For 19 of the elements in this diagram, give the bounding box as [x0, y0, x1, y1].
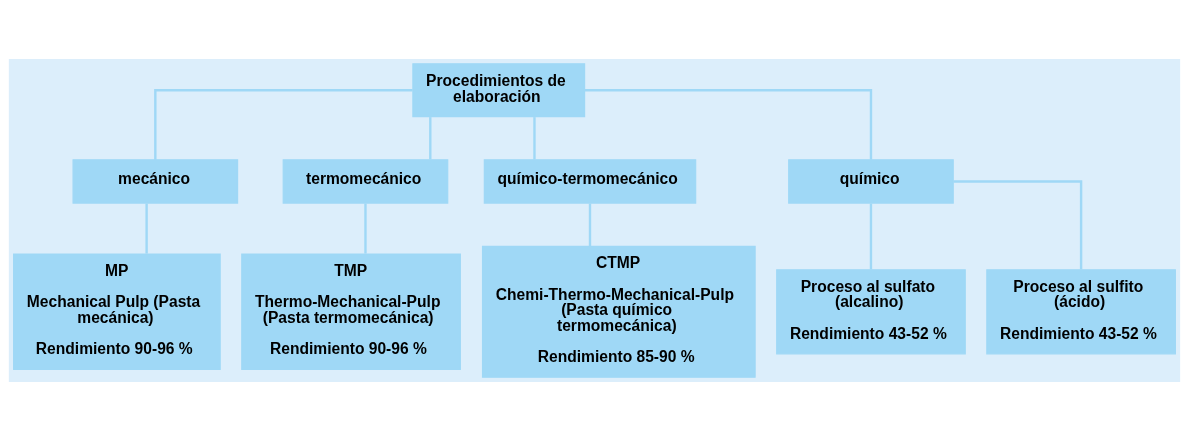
connector: [584, 89, 873, 160]
node-box: termomecánico: [282, 159, 449, 204]
connector: [953, 180, 1083, 270]
node-box: químico: [788, 159, 954, 204]
node-box: TMP Thermo-Mechanical-Pulp (Pasta termomecánica) Rendimiento 90-96 %: [241, 253, 461, 370]
connector: [588, 203, 592, 247]
node-box: Proceso al sulfito (ácido) Rendimiento 43-52 %: [986, 269, 1176, 355]
connector: [429, 117, 432, 160]
node-box: MP Mechanical Pulp (Pasta mecánica) Rendimiento 90-96 %: [13, 253, 221, 370]
connector: [533, 117, 536, 160]
node-box: CTMP Chemi-Thermo-Mechanical-Pulp (Pasta químico termomecánica) Rendimiento 85-90 %: [481, 245, 756, 378]
connector: [364, 203, 367, 254]
node-box: Proceso al sulfato (alcalino) Rendimiento 43-52 %: [776, 269, 966, 355]
node-box: Procedimientos de elaboración: [412, 63, 586, 118]
connector: [145, 203, 148, 254]
connector: [154, 89, 413, 160]
connector: [869, 203, 873, 270]
node-box: mecánico: [72, 159, 239, 204]
node-box: químico-termomecánico: [483, 159, 697, 204]
